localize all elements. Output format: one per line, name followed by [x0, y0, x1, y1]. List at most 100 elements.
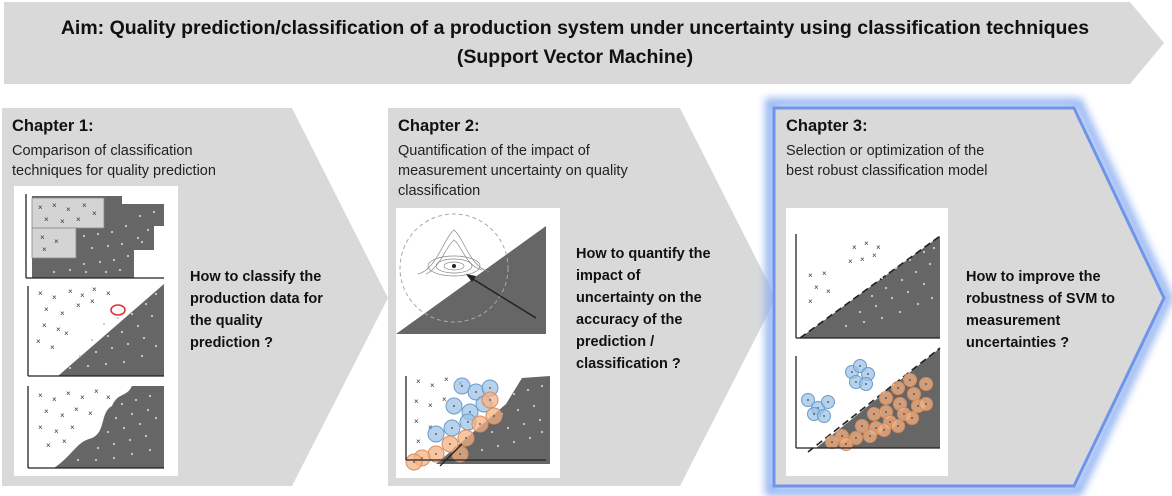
dot-mark: [110, 346, 114, 350]
circle-center: [897, 425, 899, 427]
desc-line: classification: [398, 183, 481, 199]
dot-mark: [136, 324, 140, 328]
circle-center: [859, 365, 861, 367]
cross-mark: ×: [428, 423, 433, 432]
cross-mark: ×: [808, 271, 813, 280]
chapter-1-question: How to classify the production data for …: [190, 266, 323, 354]
cross-mark: ×: [106, 289, 111, 298]
cross-mark: ×: [44, 215, 49, 224]
dot-mark: [124, 224, 128, 228]
dot-mark: [906, 290, 910, 294]
dot-mark: [104, 362, 108, 366]
dot-mark: [916, 302, 920, 306]
uncertainty-distribution-plot: [396, 213, 546, 334]
dot-mark: [140, 354, 144, 358]
circle-center: [461, 385, 463, 387]
question-line: uncertainties ?: [966, 335, 1070, 351]
question-line: How to improve the: [966, 269, 1101, 285]
dot-mark: [880, 316, 884, 320]
question-line: production data for: [190, 291, 323, 307]
dot-mark: [870, 294, 874, 298]
circle-center: [875, 427, 877, 429]
dot-mark: [126, 254, 130, 258]
cross-mark: ×: [44, 305, 49, 314]
cross-mark: ×: [54, 237, 59, 246]
dot-mark: [112, 442, 116, 446]
cross-mark: ×: [70, 423, 75, 432]
chapter-2-figure: ××××××××××: [396, 208, 560, 478]
cross-mark: ×: [82, 201, 87, 210]
dot-mark: [880, 276, 884, 280]
chapter-3-highlight-glow: [765, 98, 1172, 496]
dot-mark: [148, 394, 152, 398]
dot-mark: [858, 310, 862, 314]
circle-center: [493, 415, 495, 417]
aim-arrow: [4, 2, 1164, 84]
cross-mark: ×: [60, 309, 65, 318]
dot-mark: [928, 262, 932, 266]
linear-classifier-plot: ×××××××××××××××: [27, 284, 164, 377]
cross-mark: ×: [60, 217, 65, 226]
question-line: impact of: [576, 268, 641, 284]
aim-line-2: (Support Vector Machine): [456, 46, 694, 68]
dot-mark: [104, 270, 108, 274]
desc-line: Quantification of the impact of: [398, 143, 590, 159]
dot-mark: [94, 350, 98, 354]
dot-mark: [134, 398, 138, 402]
cross-mark: ×: [416, 377, 421, 386]
dot-mark: [490, 430, 494, 434]
cross-mark: ×: [38, 203, 43, 212]
dot-mark: [512, 392, 516, 396]
dot-mark: [120, 330, 124, 334]
circle-center: [807, 399, 809, 401]
circle-center: [453, 405, 455, 407]
question-line: robustness of SVM to: [966, 291, 1116, 307]
cross-mark: ×: [56, 325, 61, 334]
dot-mark: [112, 456, 116, 460]
question-line: prediction ?: [190, 335, 273, 351]
dot-mark: [140, 240, 144, 244]
question-line: prediction /: [576, 334, 655, 350]
dot-mark: [528, 436, 532, 440]
cross-mark: ×: [814, 283, 819, 292]
dot-mark: [922, 282, 926, 286]
circle-center: [451, 427, 453, 429]
cross-mark: ×: [848, 257, 853, 266]
dot-mark: [144, 434, 148, 438]
cross-mark: ×: [40, 233, 45, 242]
cross-mark: ×: [52, 293, 57, 302]
cross-mark: ×: [864, 239, 869, 248]
cross-mark: ×: [414, 417, 419, 426]
cross-mark: ×: [430, 381, 435, 390]
chapter-3-plots: ×××××××××××: [795, 234, 941, 453]
question-line: How to classify the: [190, 269, 322, 285]
cross-mark: ×: [872, 251, 877, 260]
chapter-3-figure: ×××××××××××: [786, 208, 948, 476]
chapter-3-question: How to improve the robustness of SVM to …: [966, 266, 1115, 354]
dot-mark: [144, 302, 148, 306]
decision-tree-plot: ×××××××××××: [25, 194, 164, 279]
dot-mark: [120, 242, 124, 246]
dot-mark: [136, 236, 140, 240]
dot-mark: [898, 310, 902, 314]
dot-mark: [496, 444, 500, 448]
cross-mark: ×: [808, 297, 813, 306]
chapter-2-title: Chapter 2:: [398, 117, 480, 135]
cross-mark: ×: [92, 209, 97, 218]
circle-center: [899, 403, 901, 405]
question-line: uncertainty on the: [576, 290, 702, 306]
misclassified-marker: [110, 304, 126, 316]
dot-mark: [142, 336, 146, 340]
question-line: accuracy of the: [576, 312, 683, 328]
dot-mark: [90, 338, 94, 342]
dot-mark: [532, 404, 536, 408]
circle-center: [435, 453, 437, 455]
cross-mark: ×: [74, 405, 79, 414]
circle-center: [869, 435, 871, 437]
cross-mark: ×: [876, 243, 881, 252]
dot-mark: [150, 314, 154, 318]
cross-mark: ×: [92, 285, 97, 294]
cross-mark: ×: [52, 395, 57, 404]
dot-mark: [120, 402, 124, 406]
